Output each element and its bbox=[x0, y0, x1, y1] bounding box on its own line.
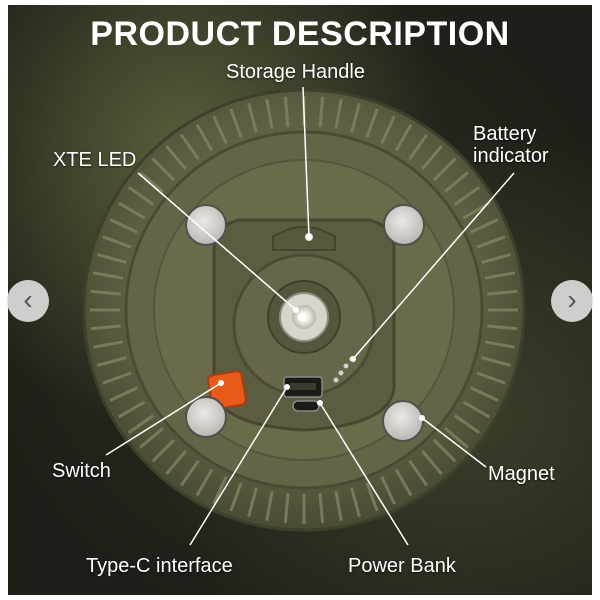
grip-rib bbox=[484, 271, 516, 280]
grip-rib bbox=[394, 468, 413, 497]
grip-rib bbox=[481, 253, 512, 264]
grip-rib bbox=[229, 108, 243, 138]
grip-rib bbox=[318, 96, 325, 127]
type-c-port bbox=[292, 400, 320, 412]
grip-rib bbox=[487, 324, 518, 331]
grip-rib bbox=[476, 371, 506, 385]
grip-rib bbox=[334, 490, 343, 522]
grip-rib bbox=[92, 340, 124, 349]
grip-rib bbox=[165, 145, 187, 171]
grip-rib bbox=[117, 201, 146, 220]
grip-rib bbox=[165, 449, 187, 475]
grip-rib bbox=[139, 171, 165, 193]
callout-lines bbox=[105, 86, 515, 546]
magnet bbox=[383, 204, 425, 246]
lamp-illustration bbox=[82, 86, 526, 546]
grip-rib bbox=[247, 102, 258, 133]
grip-rib bbox=[421, 449, 443, 475]
grip-rib bbox=[453, 186, 481, 206]
grip-rib bbox=[394, 123, 413, 152]
battery-dot bbox=[343, 363, 349, 369]
label-xte-led: XTE LED bbox=[53, 149, 137, 171]
next-image-button[interactable]: › bbox=[551, 280, 593, 322]
grip-rib bbox=[102, 235, 132, 249]
product-image: PRODUCT DESCRIPTION Storage Handle XTE L… bbox=[8, 5, 592, 595]
label-battery-indicator-line2: indicator bbox=[473, 145, 549, 167]
label-battery-indicator-line1: Battery bbox=[473, 123, 537, 145]
grip-rib bbox=[421, 145, 443, 171]
label-storage-handle: Storage Handle bbox=[226, 61, 365, 83]
grip-rib bbox=[443, 427, 469, 449]
battery-dot bbox=[338, 370, 344, 376]
label-type-c-interface: Type-C interface bbox=[86, 555, 233, 577]
grip-rib bbox=[408, 459, 428, 487]
grip-rib bbox=[318, 493, 325, 524]
grip-rib bbox=[212, 115, 228, 144]
grip-rib bbox=[127, 186, 155, 206]
chevron-right-icon: › bbox=[567, 284, 577, 315]
grip-rib bbox=[229, 482, 243, 512]
grip-rib bbox=[350, 102, 361, 133]
grip-rib bbox=[484, 340, 516, 349]
grip-rib bbox=[195, 468, 214, 497]
grip-rib bbox=[92, 271, 124, 280]
grip-rib bbox=[453, 414, 481, 434]
grip-rib bbox=[139, 427, 165, 449]
page-title: PRODUCT DESCRIPTION bbox=[90, 15, 510, 53]
grip-rib bbox=[96, 253, 127, 264]
magnet bbox=[382, 400, 424, 442]
grip-rib bbox=[247, 487, 258, 518]
previous-image-button[interactable]: ‹ bbox=[7, 280, 49, 322]
grip-rib bbox=[90, 289, 121, 296]
grip-rib bbox=[470, 386, 499, 402]
power-switch bbox=[207, 370, 247, 410]
grip-rib bbox=[102, 371, 132, 385]
grip-rib bbox=[180, 133, 200, 161]
grip-rib bbox=[433, 157, 457, 181]
magnet bbox=[185, 204, 227, 246]
label-power-bank: Power Bank bbox=[348, 555, 456, 577]
label-switch: Switch bbox=[52, 460, 111, 482]
grip-rib bbox=[212, 476, 228, 505]
grip-rib bbox=[127, 414, 155, 434]
grip-rib bbox=[283, 493, 290, 524]
label-magnet: Magnet bbox=[488, 463, 555, 485]
grip-rib bbox=[109, 218, 138, 234]
magnet bbox=[185, 396, 227, 438]
chevron-left-icon: ‹ bbox=[23, 284, 33, 315]
grip-rib bbox=[433, 439, 457, 463]
grip-rib bbox=[90, 324, 121, 331]
grip-rib bbox=[365, 482, 379, 512]
grip-rib bbox=[265, 98, 274, 130]
grip-rib bbox=[365, 108, 379, 138]
grip-ribs bbox=[90, 96, 518, 524]
grip-rib bbox=[151, 439, 175, 463]
grip-rib bbox=[334, 98, 343, 130]
grip-rib bbox=[96, 356, 127, 367]
grip-rib bbox=[443, 171, 469, 193]
grip-rib bbox=[350, 487, 361, 518]
grip-rib bbox=[283, 96, 290, 127]
grip-rib bbox=[487, 289, 518, 296]
grip-rib bbox=[109, 386, 138, 402]
grip-rib bbox=[476, 235, 506, 249]
grip-rib bbox=[408, 133, 428, 161]
grip-rib bbox=[265, 490, 274, 522]
grip-rib bbox=[481, 356, 512, 367]
grip-rib bbox=[470, 218, 499, 234]
grip-rib bbox=[180, 459, 200, 487]
grip-rib bbox=[380, 115, 396, 144]
grip-rib bbox=[462, 400, 491, 419]
grip-rib bbox=[195, 123, 214, 152]
grip-rib bbox=[380, 476, 396, 505]
grip-rib bbox=[117, 400, 146, 419]
battery-dot bbox=[333, 377, 339, 383]
grip-rib bbox=[151, 157, 175, 181]
